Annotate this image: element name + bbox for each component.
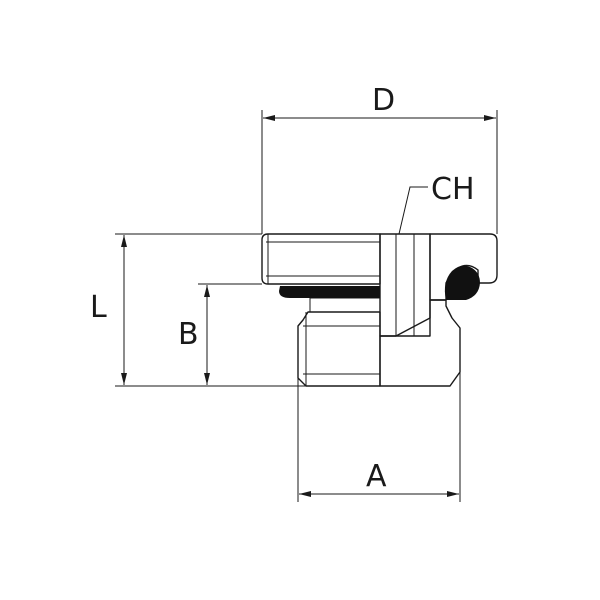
dimension-l-label: L bbox=[90, 290, 107, 325]
sealing-ring bbox=[279, 265, 480, 300]
dimension-d: D bbox=[261, 83, 498, 234]
dimension-ch-label: CH bbox=[431, 172, 475, 207]
dimension-a: A bbox=[297, 372, 461, 502]
section-hatching bbox=[379, 233, 498, 387]
dimension-d-label: D bbox=[372, 83, 395, 118]
dimension-l: L bbox=[90, 233, 306, 387]
dimension-b: B bbox=[178, 283, 262, 385]
dimension-a-label: A bbox=[366, 459, 387, 494]
hex-socket bbox=[379, 233, 431, 337]
dimension-b-label: B bbox=[178, 317, 199, 352]
external-view bbox=[261, 233, 381, 387]
dimension-ch: CH bbox=[398, 172, 475, 235]
